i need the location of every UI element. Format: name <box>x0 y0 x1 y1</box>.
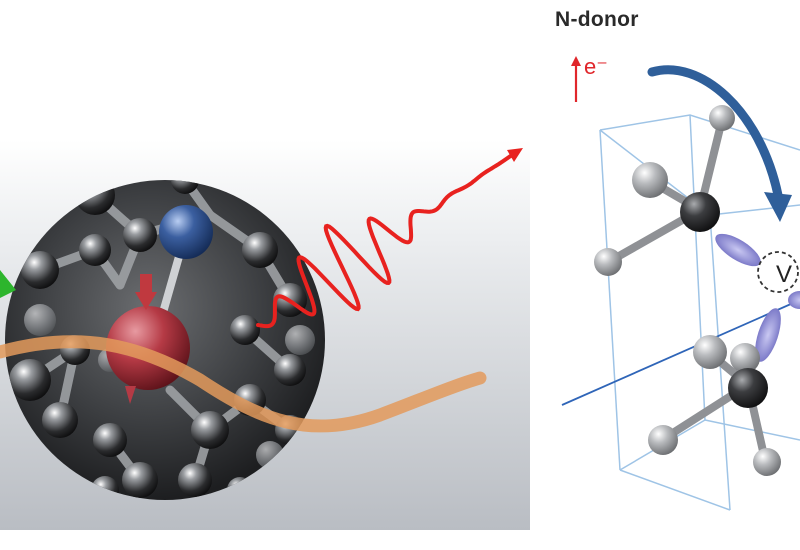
nitrogen-atom <box>159 205 213 259</box>
photon-wavy-arrow-icon <box>256 148 523 329</box>
axis-line <box>561 299 800 406</box>
spin-tail <box>125 386 136 404</box>
orbital-lobe-upper <box>715 233 761 267</box>
n-donor-diagram: V <box>545 0 800 550</box>
green-marker-icon <box>0 270 16 298</box>
curved-arrow-icon <box>647 65 792 222</box>
electron-label: e⁻ <box>584 54 608 79</box>
orbital-lobe-right <box>788 291 800 309</box>
n-donor-svg: V <box>561 56 800 511</box>
vacancy-circle <box>757 251 799 293</box>
nv-center-illustration <box>0 140 530 530</box>
orbital-lobe-lower <box>755 308 781 362</box>
electron-up-arrow-icon <box>571 56 581 102</box>
vacancy-label: V <box>776 261 792 288</box>
nv-center-svg <box>0 140 530 530</box>
orange-track <box>0 335 487 433</box>
n-donor-atoms <box>594 105 781 476</box>
lattice-sphere <box>5 180 325 500</box>
spin-up-arrow-icon <box>135 274 157 310</box>
n-donor-title: N-donor <box>555 8 639 31</box>
